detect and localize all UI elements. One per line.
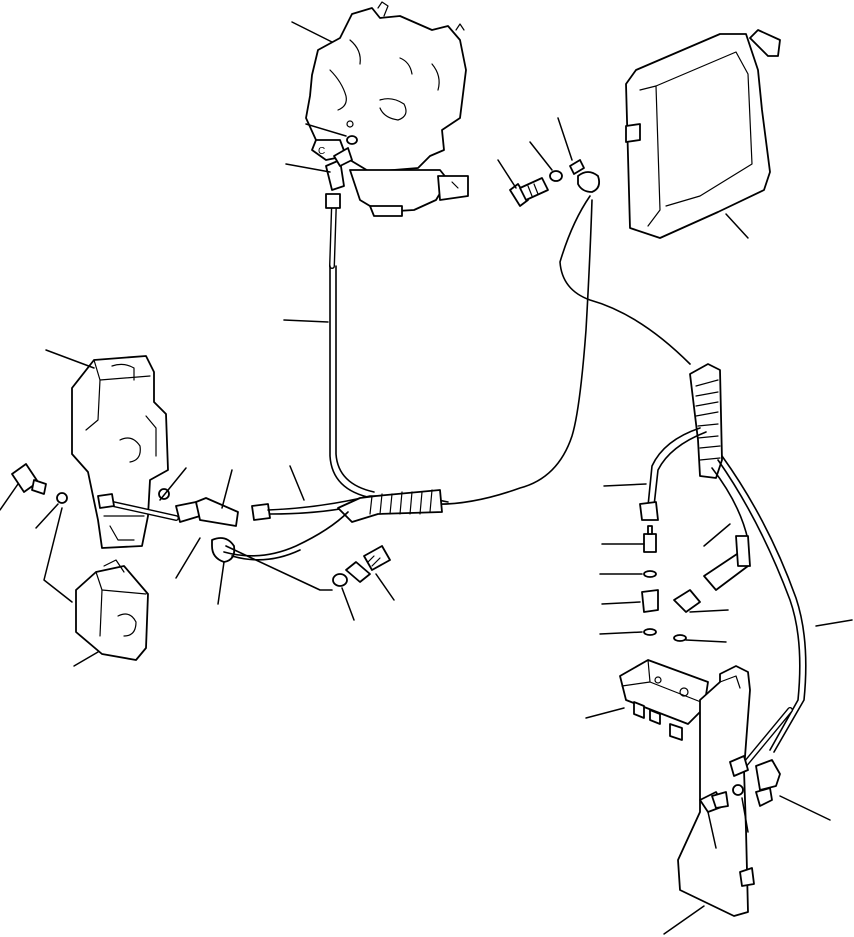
bolt-lower [345,545,391,583]
banjo-fitting-top [569,159,601,193]
pump-hose [325,193,593,505]
o-ring-3 [643,628,657,636]
fitting-bracket [699,791,729,813]
steering-valve [71,355,169,549]
hydraulic-pump: C [305,1,469,217]
hose-end-right-1 [639,501,659,521]
svg-text:C: C [318,146,325,157]
mounting-bracket [677,665,755,917]
washer-top [549,170,563,182]
right-hoses [223,427,807,753]
pump-fitting-o-ring [346,135,358,145]
hose-left-fitting [251,503,271,521]
leader-lines [0,21,853,935]
pump-elbow-fitting [325,147,353,191]
adapter-1 [643,525,657,553]
adapter-2 [641,589,659,613]
elbow-fitting-left [195,497,239,527]
washer-lower [332,573,348,587]
hose-bundle-right [689,363,723,479]
o-ring-bracket [732,784,744,796]
bracket-tube [729,707,793,777]
steering-valve-tube [97,493,179,521]
o-ring-2 [643,570,657,578]
elbow-fitting-right [673,535,751,613]
o-ring-left [56,492,68,504]
bolt-top [509,177,549,207]
o-ring-4 [673,634,687,642]
pressure-switch [11,463,47,495]
elbow-block [755,759,781,807]
control-block [619,659,709,741]
priority-valve [75,559,149,661]
banjo-fitting-left [211,537,236,563]
cab-bracket [625,29,781,239]
hose-bundle-left [337,489,443,523]
